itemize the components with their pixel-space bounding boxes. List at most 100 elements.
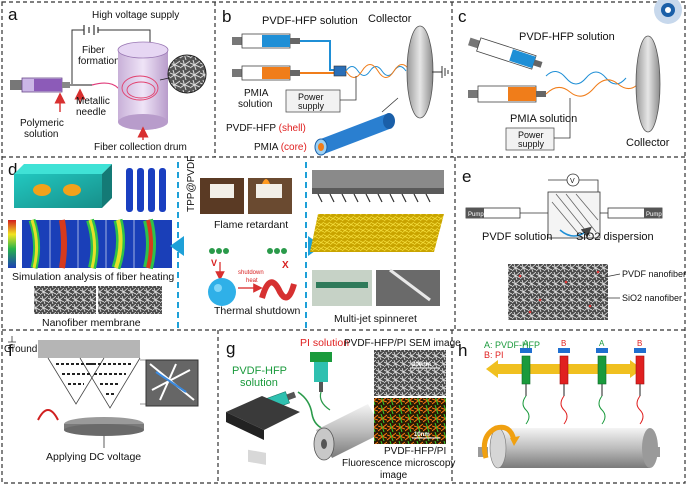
- flame-label: Flame retardant: [214, 219, 288, 231]
- collector-plate-b: [406, 25, 434, 119]
- high-voltage-label: High voltage supply: [92, 10, 179, 21]
- membrane-label: Nanofiber membrane: [42, 317, 141, 329]
- panel-a-letter: a: [8, 5, 18, 24]
- shutdown-word: shutdown: [238, 270, 264, 276]
- thermal-label: Thermal shutdown: [214, 305, 301, 317]
- sem-scale-label: 300nm: [412, 362, 431, 368]
- panel-e-letter: e: [462, 167, 471, 186]
- simulation-box: [14, 164, 112, 208]
- v-mark: V: [211, 258, 217, 268]
- panel-c-letter: c: [458, 7, 467, 26]
- fiber-rods: [126, 168, 166, 212]
- sio2-dispersion-label: SiO2 dispersion: [576, 231, 654, 243]
- collector-label-b: Collector: [368, 13, 412, 25]
- pi-solution-label: PI solution: [300, 337, 349, 349]
- thermal-shutdown-diagram: V shutdown heat X: [208, 248, 297, 306]
- sem-image-label: PVDF-HFP/PI SEM image: [344, 338, 461, 349]
- spinneret-label: Multi-jet spinneret: [334, 313, 417, 325]
- ground-label: Ground: [4, 344, 37, 355]
- polymeric-label-1: Polymeric: [20, 118, 64, 129]
- pmia-solution-label-1: PMIA: [244, 88, 269, 99]
- core-shell-fiber: [314, 113, 395, 156]
- panel-d: d: [8, 156, 444, 329]
- sio2-nanofiber-label: SiO2 nanofiber: [622, 293, 682, 303]
- coaxial-nozzle: [333, 65, 347, 77]
- pvdf-hfp-solution-label-c: PVDF-HFP solution: [519, 31, 615, 43]
- core-label: PMIA (core): [254, 142, 307, 153]
- fiber-formation-label-2: formation: [78, 56, 120, 67]
- drum-label: Fiber collection drum: [94, 142, 187, 153]
- panel-b-letter: b: [222, 7, 231, 26]
- arrow-left-icon: [170, 236, 184, 256]
- fiber-formation-label-1: Fiber: [82, 45, 105, 56]
- panel-f-letter: f: [8, 341, 13, 360]
- rotation-arrow-h: [481, 424, 517, 459]
- power-label-b-2: supply: [298, 101, 325, 111]
- simulation-strips: [22, 218, 172, 270]
- fluorescence-label-2: Fluorescence microscopy: [342, 458, 455, 469]
- simulation-colorbar: [8, 220, 16, 268]
- fluorescence-image-g: [374, 398, 446, 444]
- syringe-pmia-c: [468, 85, 546, 103]
- panel-f: f Ground Applying DC voltage: [4, 336, 199, 463]
- pvdf-nanofiber-label: PVDF nanofiber: [622, 269, 686, 279]
- panel-g-letter: g: [226, 339, 235, 358]
- power-label-c-2: supply: [518, 139, 545, 149]
- legend-b-label: B: PI: [484, 350, 504, 360]
- panel-a: a High voltage supply Fiber formation: [8, 5, 207, 153]
- syringe-pmia-b: [232, 65, 300, 81]
- rotation-arrow: [37, 409, 59, 421]
- power-supply-b: [285, 89, 341, 113]
- syringe-pvdf-c: [468, 37, 543, 70]
- polymeric-label-2: solution: [24, 129, 58, 140]
- syringe-pi: [310, 352, 332, 392]
- syringe-h-4: [634, 348, 646, 425]
- collector-drum-e: [547, 191, 601, 239]
- collector-drum-g: [313, 404, 384, 461]
- collector-label-c: Collector: [626, 137, 670, 149]
- fluorescence-label-1: PVDF-HFP/PI: [384, 446, 446, 457]
- sem-inset-circle: [167, 54, 207, 94]
- multi-jet-spinneret: [310, 170, 444, 306]
- power-label-c-1: Power: [518, 130, 544, 140]
- syringe-h-3-label: A: [599, 339, 605, 348]
- fluorescence-label-3: image: [380, 470, 408, 481]
- panel-h: h A: PVDF-HFP B: PI A B A: [458, 339, 660, 469]
- spinning-cones: [47, 357, 141, 409]
- flame-photos: [200, 178, 292, 214]
- syringe-h-4-label: B: [637, 339, 642, 348]
- panel-b: b PVDF-HFP solution Collector Po: [222, 7, 449, 156]
- sem-image-g: [374, 350, 446, 396]
- power-label-b-1: Power: [298, 92, 324, 102]
- membrane-sem-1: [34, 286, 96, 314]
- syringe-h-1: [520, 348, 532, 425]
- pump-right-label: Pump: [646, 212, 662, 218]
- syringe-pvdf-b: [232, 33, 300, 49]
- syringe-a: [10, 77, 92, 93]
- pvdf-hfp-solution-label-g-2: solution: [240, 377, 278, 389]
- syringe-h-3: [596, 348, 608, 425]
- panel-c: c PVDF-HFP solution PMIA solution Power …: [458, 0, 682, 151]
- collection-drum: [117, 41, 169, 130]
- panel-g: g PI solution PVDF-HFP/PI SEM image PVDF…: [226, 337, 461, 481]
- membrane-sem-2: [98, 286, 162, 314]
- collector-drum-h: [478, 427, 660, 469]
- metallic-label-1: Metallic: [76, 96, 110, 107]
- voltage-label: V: [570, 178, 575, 185]
- panel-e: e V Pump Pump PVDF solution SiO2 dispers…: [462, 167, 686, 320]
- panel-h-letter: h: [458, 341, 467, 360]
- tpp-label: TPP@PVDF: [186, 156, 197, 212]
- power-supply-c: [505, 127, 555, 151]
- fluor-scale-label: 10nm: [414, 432, 430, 438]
- pvdf-hfp-solution-label-g-1: PVDF-HFP: [232, 365, 287, 377]
- dc-voltage-label: Applying DC voltage: [46, 451, 141, 463]
- pvdf-solution-label: PVDF solution: [482, 231, 552, 243]
- metallic-label-2: needle: [76, 107, 106, 118]
- pmia-solution-label-c: PMIA solution: [510, 113, 577, 125]
- pvdf-hfp-solution-label: PVDF-HFP solution: [262, 15, 358, 27]
- collector-plate-c: [635, 35, 661, 133]
- panel-d-letter: d: [8, 160, 17, 179]
- x-mark: X: [282, 260, 289, 271]
